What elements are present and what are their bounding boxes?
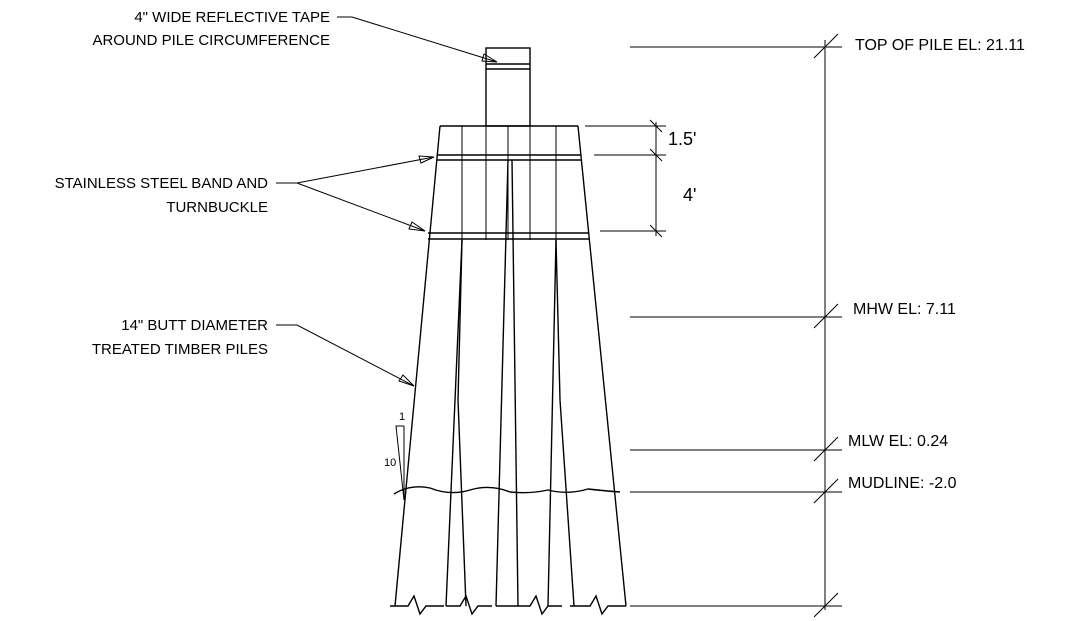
callout-steel-band: STAINLESS STEEL BAND AND TURNBUCKLE (55, 155, 435, 232)
top-of-pile-label: TOP OF PILE EL: 21.11 (855, 37, 1025, 54)
pile-2-left-edge (445, 239, 463, 607)
dim-tick-bottom (649, 224, 663, 238)
leader-band-upper (296, 156, 435, 184)
pile-2-right-edge-lower (457, 399, 467, 607)
pile-cluster (390, 47, 627, 616)
pile-break-line-2 (446, 594, 492, 616)
leader-tape (337, 16, 498, 63)
mudline-label: MUDLINE: -2.0 (848, 475, 957, 492)
dimension-band-spacing: 1.5' 4' (585, 119, 696, 238)
leader-band-lower-arrowhead (408, 221, 426, 232)
mlw-label: MLW EL: 0.24 (848, 433, 948, 450)
pile-2-right-edge (457, 239, 463, 401)
pile-3-right-edge (511, 159, 519, 607)
elevation-scale: TOP OF PILE EL: 21.11 MHW EL: 7.11 MLW E… (630, 33, 1025, 618)
dimension-upper-label: 1.5' (668, 129, 696, 149)
callout-tape-line1: 4" WIDE REFLECTIVE TAPE (134, 9, 330, 26)
bottom-scale-tick (813, 592, 839, 618)
leader-piles (276, 324, 415, 387)
mudline-tick (813, 478, 839, 504)
batter-slope-indicator: 1 10 (384, 411, 405, 501)
pile-break-line-4 (570, 594, 626, 616)
callout-band-line1: STAINLESS STEEL BAND AND (55, 175, 269, 192)
mlw-tick (813, 436, 839, 462)
leader-band-upper-arrowhead (418, 155, 435, 164)
dim-tick-top (649, 119, 663, 133)
outer-pile-left-edge (394, 125, 441, 607)
pile-break-line-1 (390, 594, 444, 616)
outer-pile-right-edge (577, 125, 627, 607)
pile-break-line-3 (496, 594, 562, 616)
callout-timber-piles: 14" BUTT DIAMETER TREATED TIMBER PILES (92, 317, 415, 387)
pile-3-left-edge (495, 159, 509, 607)
pile-4-left-edge (547, 239, 557, 607)
dimension-lower-label: 4' (683, 185, 696, 205)
leader-band-lower (296, 182, 426, 232)
leader-tape-arrowhead (481, 53, 498, 63)
callout-piles-line1: 14" BUTT DIAMETER (121, 317, 268, 334)
batter-rise-label: 1 (399, 411, 405, 423)
top-of-pile-tick (813, 33, 839, 59)
callout-piles-line2: TREATED TIMBER PILES (92, 341, 268, 358)
dim-tick-mid (649, 148, 663, 162)
mhw-tick (813, 303, 839, 329)
pile-4-right-edge-lower (559, 399, 575, 607)
batter-run-label: 10 (384, 457, 396, 469)
mudline-profile (393, 486, 621, 495)
pile-4-right-edge (555, 239, 561, 401)
leader-piles-arrowhead (398, 374, 415, 387)
callout-tape-line2: AROUND PILE CIRCUMFERENCE (92, 32, 330, 49)
callout-band-line2: TURNBUCKLE (166, 199, 268, 216)
mhw-label: MHW EL: 7.11 (853, 301, 956, 318)
batter-slope-triangle (395, 425, 405, 501)
callout-reflective-tape: 4" WIDE REFLECTIVE TAPE AROUND PILE CIRC… (92, 9, 498, 63)
